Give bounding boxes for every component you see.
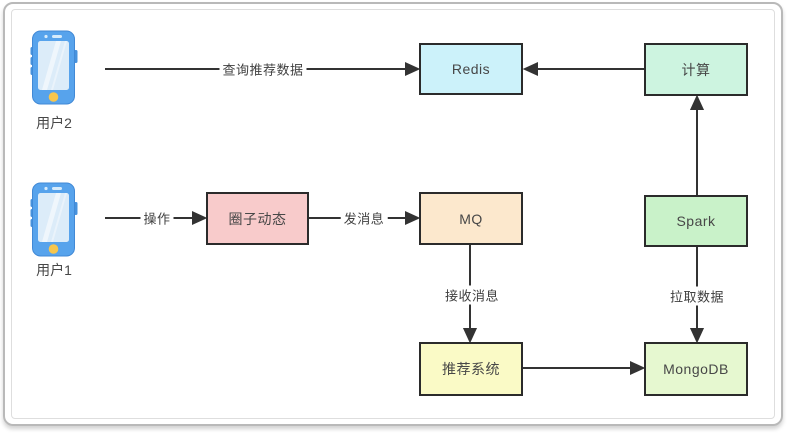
- arrowhead-icon: [462, 328, 478, 344]
- smartphone-icon: [30, 182, 78, 257]
- edge-label-pull-data: 拉取数据: [666, 286, 728, 306]
- edge-label-operate: 操作: [140, 208, 174, 228]
- node-mongodb: MongoDB: [644, 342, 748, 396]
- arrowhead-icon: [192, 210, 208, 226]
- node-circle-feed: 圈子动态: [206, 192, 309, 245]
- user2-label: 用户2: [36, 115, 72, 131]
- arrowhead-icon: [630, 360, 646, 376]
- panel-inner-border: [11, 9, 775, 419]
- edge-label-receive-message: 接收消息: [441, 285, 503, 305]
- edge-label-send-message: 发消息: [340, 208, 388, 228]
- arrowhead-icon: [689, 328, 705, 344]
- node-redis: Redis: [419, 43, 523, 95]
- panel-outer-border: [3, 2, 783, 426]
- edge-label-query-recommend-data: 查询推荐数据: [219, 59, 307, 79]
- arrowhead-icon: [405, 210, 421, 226]
- smartphone-icon: [30, 30, 78, 105]
- node-spark: Spark: [644, 195, 748, 247]
- arrowhead-icon: [405, 61, 421, 77]
- arrowhead-icon: [522, 61, 538, 77]
- user1-label: 用户1: [36, 262, 72, 278]
- node-mq: MQ: [419, 192, 523, 245]
- node-recommendation-system: 推荐系统: [419, 342, 523, 396]
- arrowhead-icon: [689, 94, 705, 110]
- node-compute: 计算: [644, 43, 748, 96]
